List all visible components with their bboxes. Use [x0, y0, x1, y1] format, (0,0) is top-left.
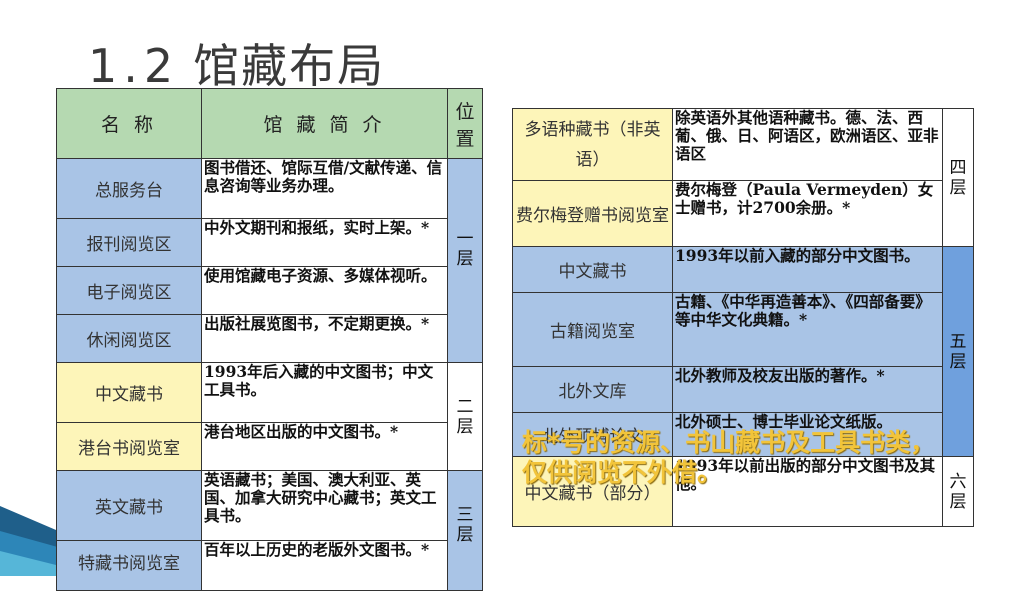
table-row: 英文藏书 英语藏书；美国、澳大利亚、英国、加拿大研究中心藏书；英文工具书。 三层	[56, 470, 483, 591]
table-row: 多语种藏书（非英语） 除英语外其他语种藏书。德、法、西葡、俄、日、阿语区，欧洲语…	[512, 108, 974, 247]
row-desc: 出版社展览图书，不定期更换。*	[201, 314, 448, 363]
floor-label-4: 四层	[949, 157, 967, 198]
row-desc: 费尔梅登（Paula Vermeyden）女士赠书，计2700余册。*	[672, 180, 943, 247]
table-header-row: 名 称 馆 藏 简 介 位置	[56, 88, 483, 159]
row-name: 报刊阅览区	[56, 218, 202, 267]
floor-label-6: 六层	[949, 471, 967, 512]
table-row: 古籍阅览室 古籍、《中华再造善本》、《四部备要》等中华文化典籍。*	[512, 292, 974, 367]
right-collection-table: 多语种藏书（非英语） 除英语外其他语种藏书。德、法、西葡、俄、日、阿语区，欧洲语…	[512, 108, 974, 527]
table-row: 休闲阅览区 出版社展览图书，不定期更换。*	[56, 314, 483, 363]
header-name: 名 称	[56, 88, 202, 159]
header-floor: 位置	[455, 100, 475, 150]
row-name: 中文藏书	[512, 246, 673, 293]
row-name: 休闲阅览区	[56, 314, 202, 363]
table-row: 总服务台 图书借还、馆际互借/文献传递、信息咨询等业务办理。 一层	[56, 158, 483, 363]
table-row: 电子阅览区 使用馆藏电子资源、多媒体视听。	[56, 266, 483, 315]
row-desc: 英语藏书；美国、澳大利亚、英国、加拿大研究中心藏书；英文工具书。	[201, 470, 448, 541]
floor-label-3: 三层	[456, 505, 474, 545]
row-name: 北外硕博论文	[512, 412, 673, 457]
row-desc: 图书借还、馆际互借/文献传递、信息咨询等业务办理。	[201, 158, 448, 219]
loan-note: 标*号的资源、书山藏书及工具书类，仅供阅览不外借。	[522, 428, 936, 487]
row-desc: 北外教师及校友出版的著作。*	[672, 366, 943, 413]
row-desc: 1993年后入藏的中文图书；中文工具书。	[201, 362, 448, 423]
row-name: 中文藏书	[56, 362, 202, 423]
row-desc: 古籍、《中华再造善本》、《四部备要》等中华文化典籍。*	[672, 292, 943, 367]
title-number: 1.2	[88, 39, 180, 93]
row-name: 总服务台	[56, 158, 202, 219]
table-row: 中文藏书（部分） 1993年以前出版的部分中文图书及其他。 六层	[512, 456, 974, 527]
table-row: 中文藏书 1993年以前入藏的部分中文图书。 五层	[512, 246, 974, 457]
floor-label-2: 二层	[456, 396, 474, 437]
header-desc: 馆 藏 简 介	[201, 88, 448, 159]
row-name: 古籍阅览室	[512, 292, 673, 367]
row-name: 电子阅览区	[56, 266, 202, 315]
row-desc: 北外硕士、博士毕业论文纸版。	[672, 412, 943, 457]
table-row: 北外硕博论文 北外硕士、博士毕业论文纸版。	[512, 412, 974, 457]
row-name: 北外文库	[512, 366, 673, 413]
row-desc: 使用馆藏电子资源、多媒体视听。	[201, 266, 448, 315]
row-desc: 中外文期刊和报纸，实时上架。*	[201, 218, 448, 267]
table-row: 港台书阅览室 港台地区出版的中文图书。*	[56, 422, 483, 471]
row-desc: 港台地区出版的中文图书。*	[201, 422, 448, 471]
row-desc: 除英语外其他语种藏书。德、法、西葡、俄、日、阿语区，欧洲语区、亚非语区	[672, 108, 943, 181]
row-desc: 百年以上历史的老版外文图书。*	[201, 540, 448, 591]
row-name: 费尔梅登赠书阅览室	[512, 180, 673, 247]
title-text: 馆藏布局	[193, 39, 386, 93]
row-name: 多语种藏书（非英语）	[512, 108, 673, 181]
table-row: 报刊阅览区 中外文期刊和报纸，实时上架。*	[56, 218, 483, 267]
floor-label-5: 五层	[949, 331, 967, 372]
row-name: 港台书阅览室	[56, 422, 202, 471]
table-row: 中文藏书 1993年后入藏的中文图书；中文工具书。 二层	[56, 362, 483, 471]
floor-label-1: 一层	[456, 229, 474, 269]
row-name: 特藏书阅览室	[56, 540, 202, 591]
left-collection-table: 名 称 馆 藏 简 介 位置 总服务台 图书借还、馆际互借/文献传递、信息咨询等…	[56, 88, 483, 591]
table-row: 特藏书阅览室 百年以上历史的老版外文图书。*	[56, 540, 483, 591]
table-row: 费尔梅登赠书阅览室 费尔梅登（Paula Vermeyden）女士赠书，计270…	[512, 180, 974, 247]
row-name: 英文藏书	[56, 470, 202, 541]
table-row: 北外文库 北外教师及校友出版的著作。*	[512, 366, 974, 413]
row-name: 中文藏书（部分）	[512, 456, 673, 527]
row-desc: 1993年以前入藏的部分中文图书。	[672, 246, 943, 293]
row-desc: 1993年以前出版的部分中文图书及其他。	[672, 456, 943, 527]
